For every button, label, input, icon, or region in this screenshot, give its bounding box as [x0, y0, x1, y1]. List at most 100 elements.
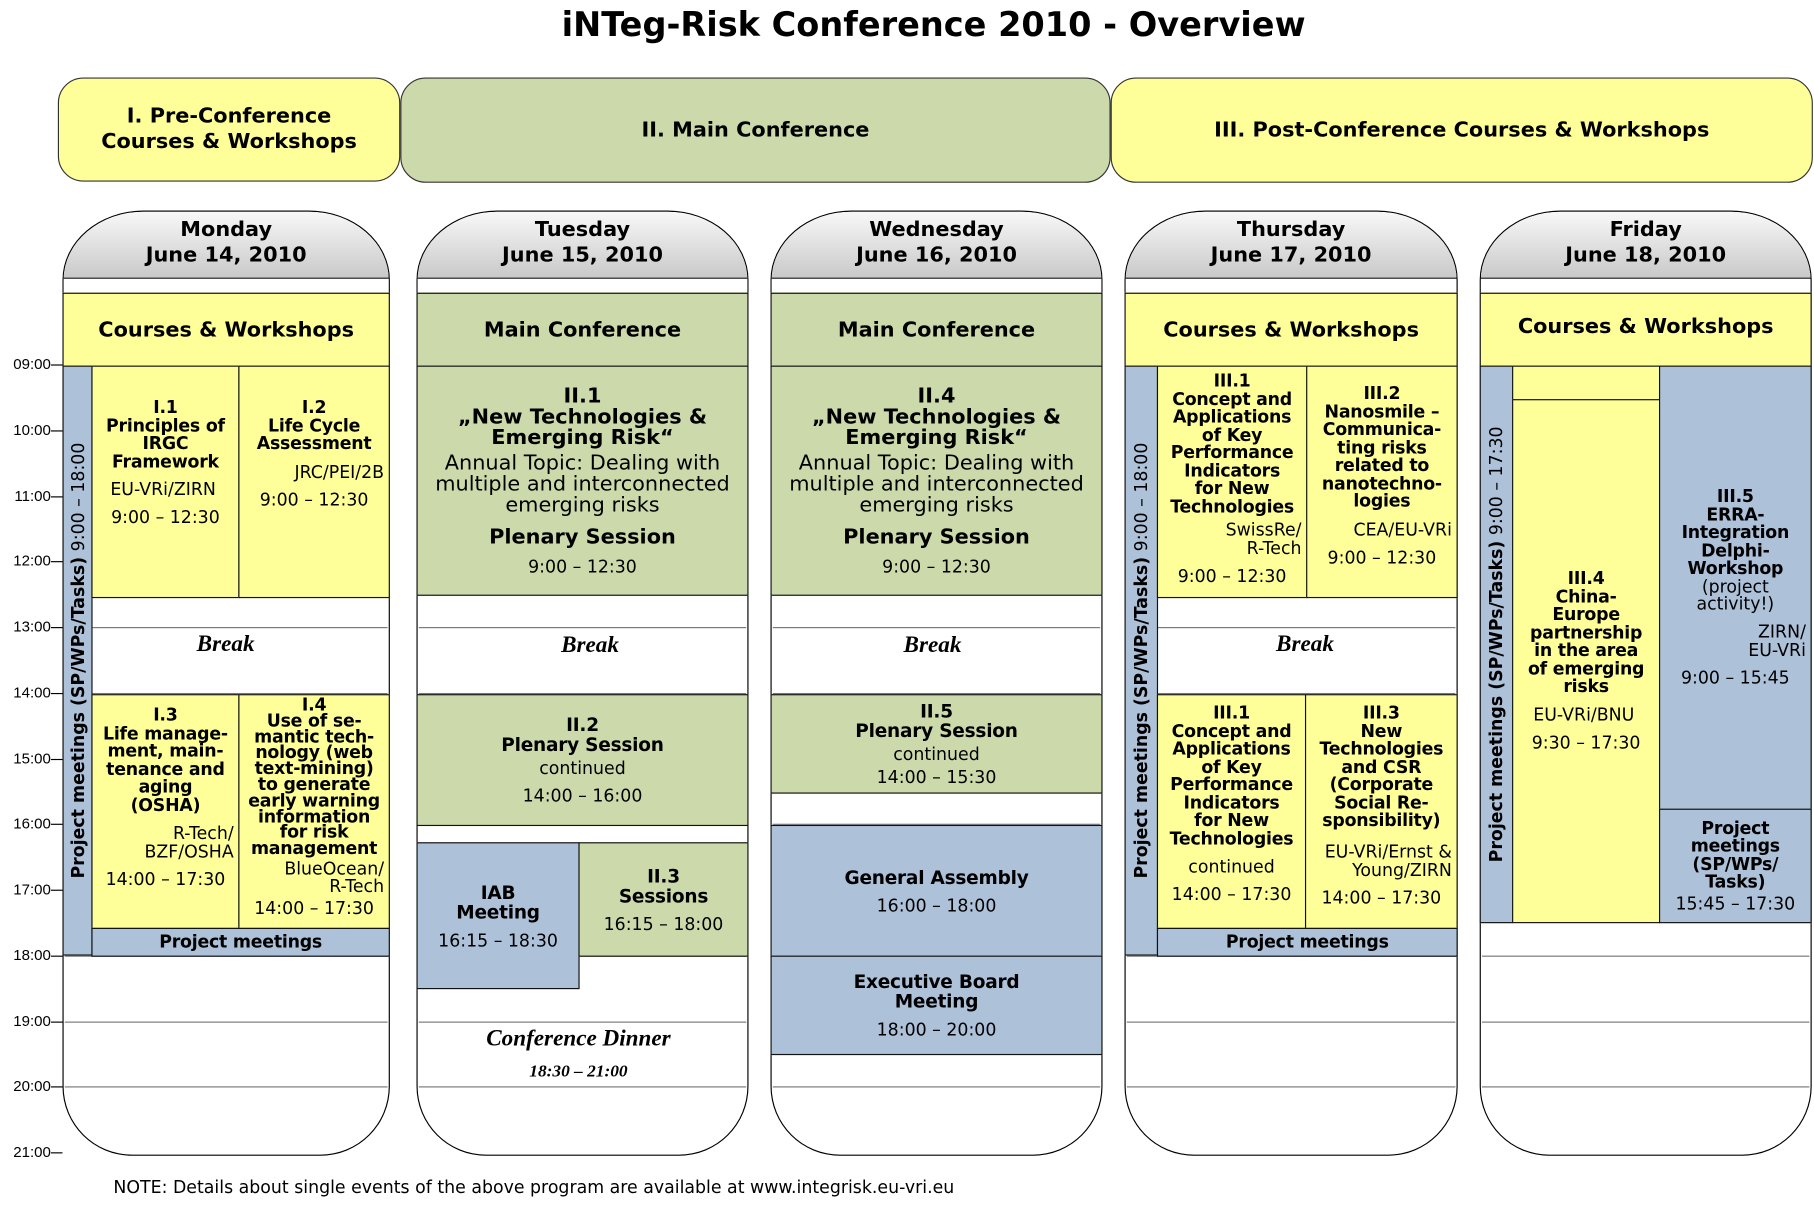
event-time: 14:00 – 17:30	[1171, 883, 1292, 905]
day-date: June 18, 2010	[1565, 242, 1727, 268]
event-title: III.1 Concept and Applications of Key Pe…	[1169, 702, 1294, 849]
section-post-conference: III. Post-Conference Courses & Workshops	[1110, 77, 1813, 183]
event-iii3[interactable]: III.3 New Technologies and CSR (Corporat…	[1304, 694, 1458, 929]
time-tick	[50, 1020, 63, 1023]
event-project-meetings-friday[interactable]: Project meetings (SP/WPs/ Tasks)15:45 – …	[1658, 808, 1812, 924]
event-organizer: EU-VRi/ZIRN	[110, 478, 216, 500]
day-section-header: Main Conference	[416, 292, 749, 367]
time-label: 21:00	[13, 1143, 51, 1161]
conference-dinner-label: Conference Dinner	[470, 1025, 687, 1053]
day-section-header: Courses & Workshops	[62, 292, 390, 367]
hour-gridline	[1126, 1020, 1456, 1023]
event-title: General Assembly	[844, 865, 1029, 888]
hour-gridline	[1126, 1086, 1456, 1088]
time-label: 16:00	[13, 814, 51, 833]
event-title: IAB Meeting	[456, 880, 540, 923]
hour-gridline	[418, 627, 747, 629]
hour-gridline	[64, 1086, 388, 1088]
time-label: 20:00	[13, 1077, 51, 1095]
event-iii5[interactable]: III.5 ERRA- Integration Delphi- Workshop…	[1658, 365, 1812, 810]
event-iii4[interactable]: III.4 China- Europe partnership in the a…	[1512, 399, 1661, 924]
hour-gridline	[1481, 1020, 1810, 1023]
page-title: iNTeg-Risk Conference 2010 - Overview	[561, 4, 1306, 44]
event-title: I.3 Life manage- ment, main- tenance and…	[103, 704, 228, 816]
time-tick	[50, 692, 63, 694]
event-iii1-continued[interactable]: III.1 Concept and Applications of Key Pe…	[1156, 694, 1307, 929]
event-time: 9:00 – 12:30	[111, 506, 220, 528]
event-organizer: JRC/PEI/2B	[294, 461, 385, 482]
event-session: Plenary Session	[843, 524, 1030, 549]
day-name: Monday	[180, 217, 273, 242]
break-label: Break	[887, 632, 978, 659]
hour-gridline	[418, 1086, 747, 1088]
event-i4[interactable]: I.4 Use of se- mantic tech- nology (web …	[238, 694, 390, 929]
event-organizer: EU-VRi/BNU	[1533, 704, 1635, 726]
event-subtitle: continued	[539, 757, 626, 779]
time-label: 11:00	[14, 486, 51, 504]
day-section-header: Courses & Workshops	[1124, 292, 1458, 367]
event-title: Executive Board Meeting	[853, 970, 1020, 1013]
event-time: 14:00 – 17:30	[105, 868, 226, 890]
event-organizer: R-Tech/ BZF/OSHA	[144, 822, 234, 862]
day-date: June 17, 2010	[1210, 242, 1372, 268]
divider	[63, 278, 389, 294]
event-organizer: SwissRe/ R-Tech	[1225, 519, 1302, 559]
hour-gridline	[64, 627, 388, 629]
day-date: June 16, 2010	[856, 242, 1017, 268]
day-name: Friday	[1609, 217, 1682, 242]
event-topic: Annual Topic: Dealing with multiple and …	[789, 450, 1084, 517]
time-label: 14:00	[13, 683, 51, 701]
hour-gridline	[418, 1020, 747, 1023]
time-label: 17:00	[13, 880, 51, 898]
hour-gridline	[772, 627, 1101, 629]
time-tick	[50, 824, 63, 826]
event-title: III.1 Concept and Applications of Key Pe…	[1170, 370, 1294, 517]
time-label: 18:00	[13, 946, 51, 964]
project-meetings-strip: Project meetings	[1156, 927, 1458, 957]
event-organizer: CEA/EU-VRi	[1353, 518, 1452, 540]
event-ii4[interactable]: II.4 „New Technologies & Emerging Risk“A…	[770, 365, 1103, 596]
event-organizer: BlueOcean/ R-Tech	[284, 858, 385, 897]
time-tick	[50, 627, 63, 629]
sidebar-label: Project meetings (SP/WPs/Tasks)	[67, 556, 88, 879]
event-time: 9:00 – 12:30	[1327, 546, 1437, 568]
time-label: 13:00	[13, 617, 51, 636]
event-title: III.3 New Technologies and CSR (Corporat…	[1319, 702, 1444, 831]
time-label: 09:00	[13, 355, 51, 373]
project-meetings-strip: Project meetings	[91, 927, 390, 957]
event-iii1[interactable]: III.1 Concept and Applications of Key Pe…	[1156, 365, 1308, 599]
event-i3[interactable]: I.3 Life manage- ment, main- tenance and…	[91, 694, 240, 929]
time-tick	[50, 1152, 63, 1154]
event-time: 9:00 – 12:30	[528, 555, 637, 577]
time-tick	[50, 889, 63, 891]
event-organizer: EU-VRi/Ernst & Young/ZIRN	[1324, 840, 1452, 880]
section-main-conference: II. Main Conference	[400, 77, 1111, 183]
event-title: III.2 Nanosmile – Communica- ting risks …	[1321, 382, 1442, 512]
section-pre-conference: I. Pre-Conference Courses & Workshops	[57, 77, 401, 182]
day-name: Tuesday	[534, 217, 631, 242]
event-ii1[interactable]: II.1 „New Technologies & Emerging Risk“A…	[416, 365, 749, 596]
day-name: Wednesday	[869, 217, 1004, 242]
hour-gridline	[64, 1020, 388, 1023]
event-time: 14:00 – 16:00	[522, 785, 643, 807]
time-label: 10:00	[13, 420, 51, 439]
event-iii2[interactable]: III.2 Nanosmile – Communica- ting risks …	[1306, 365, 1458, 599]
break-label: Break	[544, 632, 636, 659]
empty-slot	[1512, 365, 1661, 401]
sidebar-time: 9:00 – 18:00	[1130, 442, 1152, 552]
event-time: 14:00 – 15:30	[876, 767, 997, 788]
time-tick	[50, 758, 63, 760]
hour-gridline	[1126, 692, 1456, 694]
hour-gridline	[418, 692, 747, 694]
event-time: 16:15 – 18:00	[603, 913, 724, 935]
